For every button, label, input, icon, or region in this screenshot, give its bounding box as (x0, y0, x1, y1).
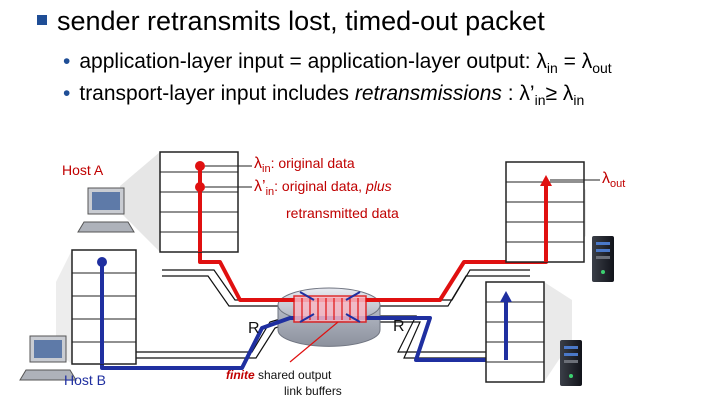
bullet-application-layer: • application-layer input = application-l… (63, 48, 612, 82)
link-rate-right: R (393, 318, 405, 335)
buffers-label-line1: finite shared output (226, 368, 332, 382)
lambda-symbol: λ (581, 50, 593, 73)
lambda-in-label: λin: original data (254, 155, 355, 176)
lambda-prime-in-label: λ’in: original data, plus (254, 178, 392, 199)
colon: : (501, 82, 520, 105)
host-b-computer-icon (19, 335, 77, 381)
in-subscript: in (546, 60, 558, 77)
server-bottom-buffer (485, 281, 545, 383)
host-a-computer-icon (77, 187, 135, 233)
lambda-symbol: λ (562, 82, 574, 105)
host-a-callout (120, 152, 160, 252)
equals-sign: = (557, 50, 582, 73)
heading-bullet: sender retransmits lost, timed-out packe… (37, 4, 545, 38)
host-b-label: Host B (64, 372, 107, 388)
server-bottom-callout (544, 282, 572, 382)
bullet1-text: application-layer input = application-la… (79, 50, 537, 73)
bullet-dot-icon: • (63, 82, 71, 105)
server-bottom-icon (560, 340, 582, 386)
in-subscript: in (534, 92, 546, 109)
lambda-prime-symbol: λ’ (519, 82, 535, 105)
shared-buffer (293, 291, 367, 323)
heading-text: sender retransmits lost, timed-out packe… (57, 6, 545, 36)
retransmitted-label: retransmitted data (286, 205, 399, 221)
out-subscript: out (592, 60, 612, 77)
host-a-label: Host A (62, 162, 104, 178)
in-subscript: in (573, 92, 585, 109)
bullet-square-icon (37, 14, 47, 25)
lambda-out-label: λout (602, 170, 626, 191)
server-top-icon (592, 236, 614, 282)
bullet2-text: transport-layer input includes (79, 82, 355, 105)
lambda-symbol: λ (536, 50, 547, 73)
bullet-dot-icon: • (63, 50, 71, 73)
buffer-pointer-line (289, 321, 339, 363)
geq-sign: ≥ (545, 82, 563, 105)
retransmissions-word: retransmissions (354, 82, 502, 105)
link-rate-left: R (248, 320, 260, 337)
buffers-label-line2: link buffers (284, 384, 342, 398)
bullet-transport-layer: • transport-layer input includes retransm… (63, 80, 584, 114)
